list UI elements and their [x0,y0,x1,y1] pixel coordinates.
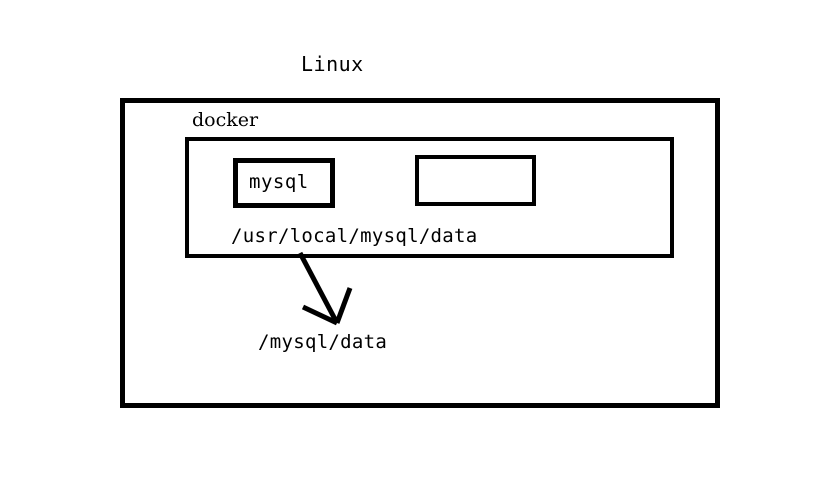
linux-title-label: Linux [301,52,364,76]
docker-label: docker [192,109,259,131]
docker-box [185,137,674,258]
mysql-container-label: mysql [249,171,309,193]
host-data-path-label: /mysql/data [258,331,388,353]
empty-container-box [415,155,536,206]
linux-host-box [120,98,720,408]
container-data-path-label: /usr/local/mysql/data [231,225,478,247]
mysql-container-box [233,158,335,208]
